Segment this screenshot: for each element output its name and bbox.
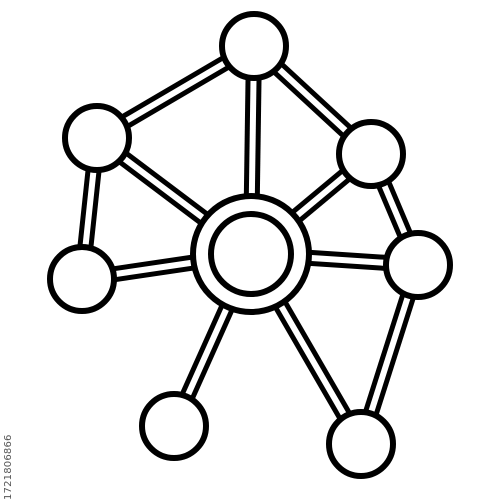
node-upper-left xyxy=(62,103,132,173)
node-bottom-right xyxy=(326,409,396,479)
node-group xyxy=(47,11,453,479)
node-top xyxy=(219,11,289,81)
node-upper-right xyxy=(336,119,406,189)
stock-id-watermark: 1721806866 xyxy=(3,434,14,500)
node-left xyxy=(47,244,117,314)
node-bottom-left xyxy=(139,391,209,461)
node-hub-inner-ring xyxy=(208,211,294,297)
node-right xyxy=(383,230,453,300)
